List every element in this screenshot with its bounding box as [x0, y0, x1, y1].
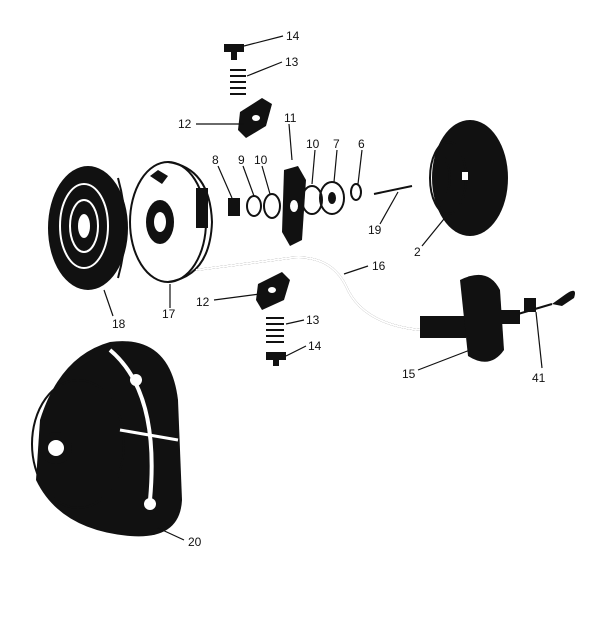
callout-17: 17	[162, 307, 176, 321]
callout-12-top: 12	[178, 117, 192, 131]
part-starter-housing	[31, 341, 182, 537]
part-starter-cup	[429, 120, 508, 236]
callout-6: 6	[358, 137, 365, 151]
callout-16: 16	[372, 259, 386, 273]
part-spring-housing	[48, 166, 128, 290]
part-screw-top	[224, 44, 244, 60]
callout-18: 18	[112, 317, 126, 331]
callout-7: 7	[333, 137, 340, 151]
leader-lines	[103, 35, 543, 541]
part-clip-top	[238, 98, 272, 138]
callout-9: 9	[238, 153, 245, 167]
callout-10-right: 10	[306, 137, 320, 151]
part-cable	[195, 256, 421, 331]
callout-12-bottom: 12	[196, 295, 210, 309]
callout-14-bottom: 14	[308, 339, 322, 353]
part-clip-bottom	[256, 272, 290, 310]
part-pin	[373, 185, 413, 195]
callout-14-top: 14	[286, 29, 300, 43]
part-screw-bottom	[266, 352, 286, 366]
callout-11: 11	[284, 111, 297, 125]
callout-19: 19	[368, 223, 382, 237]
part-washers-right	[301, 181, 362, 215]
callout-2: 2	[414, 245, 421, 259]
part-pawl	[282, 166, 306, 246]
part-spring-bottom	[266, 317, 284, 343]
callout-41: 41	[532, 371, 546, 385]
callout-labels: 14 13 12 11 8 9 10 10 7 6 19 2 16 18 17 …	[112, 29, 546, 549]
part-pulley	[129, 161, 214, 283]
callout-15: 15	[402, 367, 416, 381]
part-spring-top	[230, 69, 246, 95]
part-cable-end	[517, 290, 575, 315]
part-handle	[420, 274, 520, 362]
callout-13-bottom: 13	[306, 313, 320, 327]
callout-13-top: 13	[285, 55, 299, 69]
callout-8: 8	[212, 153, 219, 167]
callout-20: 20	[188, 535, 202, 549]
callout-10-left: 10	[254, 153, 268, 167]
part-stack-left	[228, 193, 281, 219]
